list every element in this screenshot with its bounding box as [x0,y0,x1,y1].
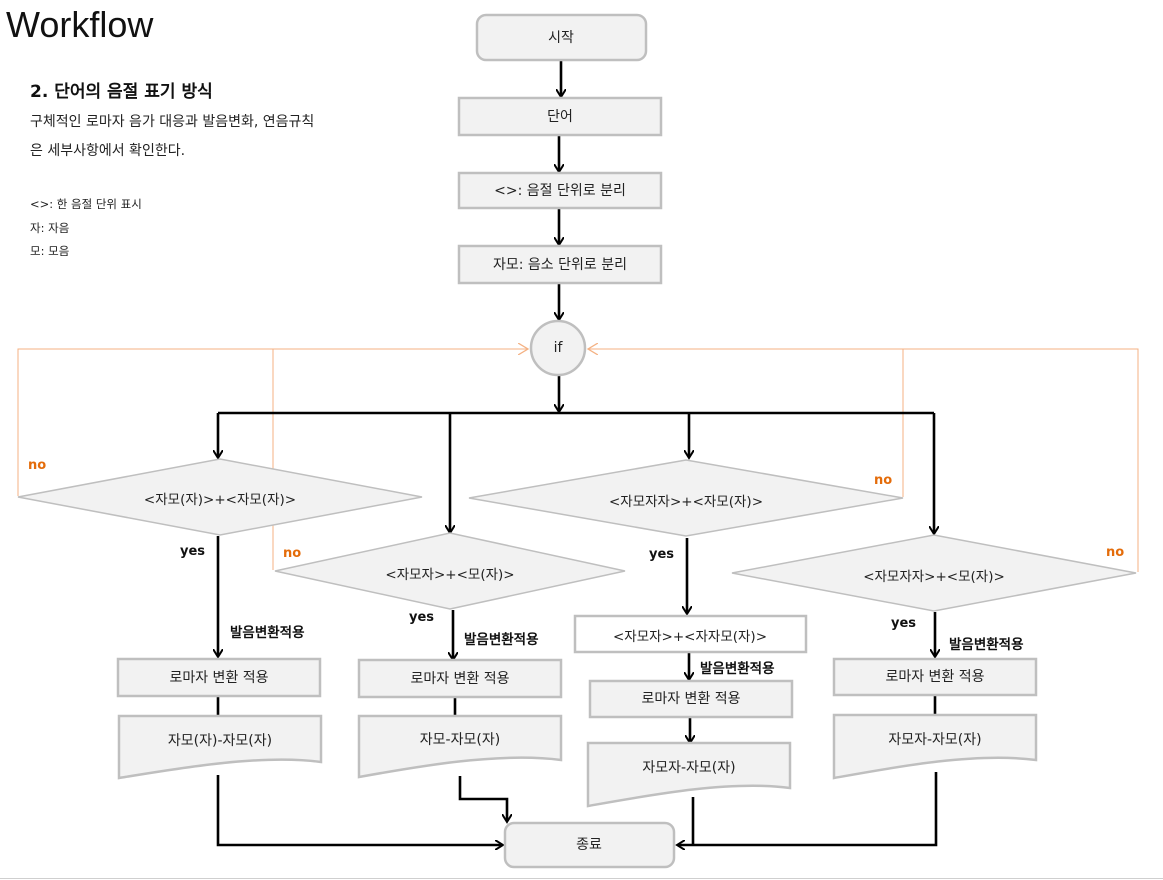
svg-text:자모자-자모(자): 자모자-자모(자) [642,760,735,776]
branch-2-no-label: no [283,546,301,561]
svg-text:<자모자>+<모(자)>: <자모자>+<모(자)> [385,567,514,583]
svg-text:종료: 종료 [576,837,602,853]
svg-text:로마자 변환 적용: 로마자 변환 적용 [641,691,740,707]
branch-2-romanize-node: 로마자 변환 적용 [357,658,563,699]
branch-1-condition: <자모(자)>+<자모(자)> [17,458,423,536]
description-line-1: 구체적인 로마자 음가 대응과 발음변화, 연음규칙 [30,114,315,130]
svg-text:자모(자)-자모(자): 자모(자)-자모(자) [168,733,272,749]
branch-4-romanize-node: 로마자 변환 적용 [832,657,1038,697]
no-feedback-lines [17,349,1139,572]
syllable-split-node: <>: 음절 단위로 분리 [457,171,663,210]
branch-3-condition: <자모자자>+<자모(자)> [468,459,904,537]
start-node: 시작 [475,13,648,62]
branch-3-romanize-node: 로마자 변환 적용 [588,679,794,719]
branch-4-apply-label: 발음변환적용 [949,636,1024,653]
svg-text:<자모자자>+<자모(자)>: <자모자자>+<자모(자)> [609,494,763,510]
branch-1-result-node: 자모(자)-자모(자) [117,714,323,780]
svg-text:<자모자>+<자자모(자)>: <자모자>+<자자모(자)> [613,629,767,645]
legend-consonant: 자: 자음 [30,221,70,235]
svg-text:로마자 변환 적용: 로마자 변환 적용 [885,669,984,685]
branch-3-apply-label: 발음변환적용 [700,660,775,677]
legend-syllable: <>: 한 음절 단위 표시 [30,197,142,211]
svg-text:시작: 시작 [548,30,574,46]
branch-4-no-label: no [1106,545,1124,560]
branch-3-no-label: no [874,473,892,488]
branch-2-condition: <자모자>+<모(자)> [274,532,626,610]
branch-4-condition: <자모자자>+<모(자)> [731,534,1137,612]
slide-title: Workflow [6,4,154,45]
branch-3-yes-label: yes [649,547,674,562]
svg-text:자모: 음소 단위로 분리: 자모: 음소 단위로 분리 [493,257,627,273]
svg-text:로마자 변환 적용: 로마자 변환 적용 [410,671,509,687]
svg-text:<>: 음절 단위로 분리: <>: 음절 단위로 분리 [494,183,626,199]
word-node: 단어 [457,96,663,137]
svg-text:<자모(자)>+<자모(자)>: <자모(자)>+<자모(자)> [144,492,296,508]
branch-3-subcondition-node: <자모자>+<자자모(자)> [573,614,808,654]
branch-3-result-node: 자모자-자모(자) [586,741,792,808]
svg-text:<자모자자>+<모(자)>: <자모자자>+<모(자)> [863,569,1005,585]
branch-2-yes-label: yes [409,610,434,625]
branch-1-apply-label: 발음변환적용 [230,624,305,641]
phoneme-split-node: 자모: 음소 단위로 분리 [457,244,663,285]
description-line-2: 은 세부사항에서 확인한다. [30,143,186,159]
end-node: 종료 [503,821,676,869]
branch-1-no-label: no [28,458,46,473]
branch-2-result-node: 자모-자모(자) [357,714,563,779]
svg-text:로마자 변환 적용: 로마자 변환 적용 [169,670,268,686]
branch-4-yes-label: yes [891,616,916,631]
svg-text:단어: 단어 [547,109,573,125]
svg-text:자모-자모(자): 자모-자모(자) [420,732,500,748]
branch-1-romanize-node: 로마자 변환 적용 [116,657,322,698]
branch-2-apply-label: 발음변환적용 [464,631,539,648]
branch-1-yes-label: yes [180,544,205,559]
branch-4-result-node: 자모자-자모(자) [832,713,1038,780]
flow-connectors [218,61,936,846]
if-node: if [529,319,587,377]
bottom-divider [0,878,1163,879]
section-heading: 2. 단어의 음절 표기 방식 [30,82,213,102]
svg-text:if: if [554,340,564,356]
legend-vowel: 모: 모음 [30,244,70,258]
svg-text:자모자-자모(자): 자모자-자모(자) [888,732,981,748]
